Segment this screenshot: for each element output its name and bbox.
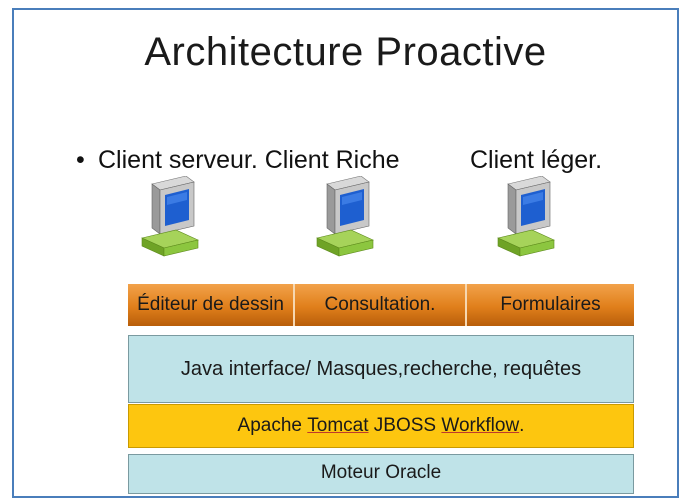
slide-title: Architecture Proactive [144, 30, 547, 74]
workflow-label: Workflow [441, 415, 520, 436]
oracle-label: Moteur Oracle [320, 462, 442, 483]
bullet-point: • [76, 146, 85, 174]
client-light-label: Client léger. [470, 146, 603, 174]
jboss-label: JBOSS [368, 415, 442, 436]
client-modules-bar: Éditeur de dessin Consultation. Formulai… [128, 284, 634, 326]
module-consultation: Consultation. [295, 284, 467, 326]
clients-thick-label: Client serveur. Client Riche [98, 146, 400, 174]
apache-label: Apache [237, 415, 308, 436]
tomcat-label: Tomcat [307, 415, 369, 436]
java-interface-layer: Java interface/ Masques,recherche, requê… [128, 335, 634, 403]
apache-suffix: . [519, 415, 525, 436]
java-interface-label: Java interface/ Masques,recherche, requê… [180, 357, 582, 380]
desktop-computer-icon [138, 176, 202, 258]
desktop-computer-icon [313, 176, 377, 258]
desktop-computer-icon [494, 176, 558, 258]
oracle-engine-layer: Moteur Oracle [128, 454, 634, 494]
module-forms: Formulaires [467, 284, 634, 326]
app-server-layer: Apache Tomcat JBOSS Workflow. [128, 404, 634, 448]
module-drawing-editor: Éditeur de dessin [128, 284, 295, 326]
